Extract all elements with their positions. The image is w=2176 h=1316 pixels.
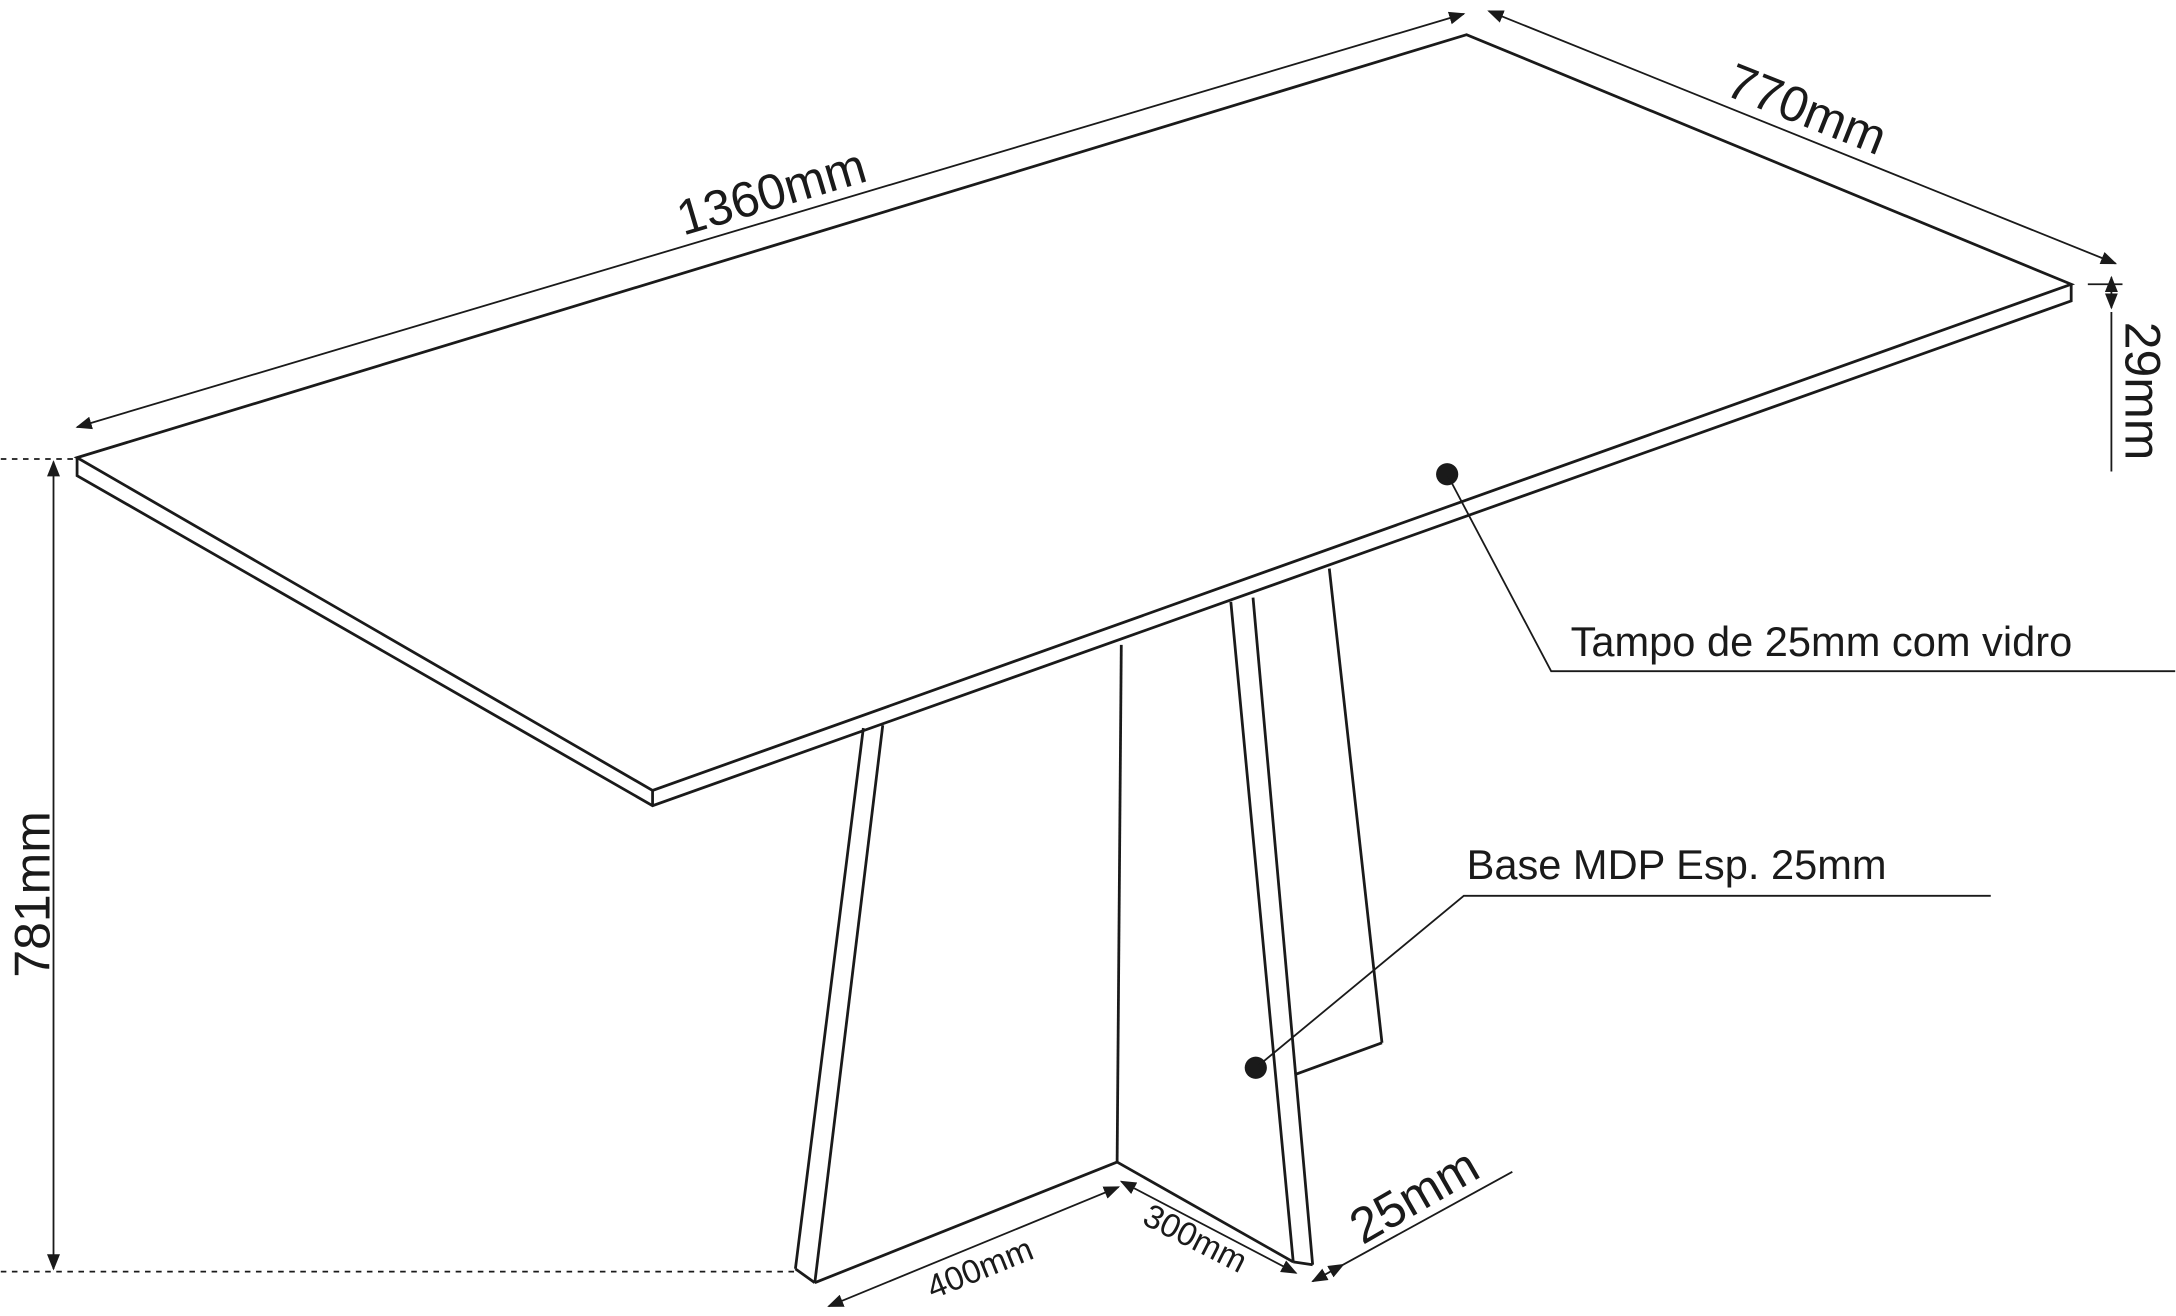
- callout-base-label: Base MDP Esp. 25mm: [1467, 841, 1887, 888]
- dimension-top-thickness: 29mm: [2087, 275, 2170, 472]
- dimension-base-front: 400mm: [827, 1186, 1121, 1308]
- dimension-width: 770mm: [1487, 10, 2118, 265]
- dimension-height: 781mm: [0, 458, 799, 1273]
- tabletop: [73, 33, 2076, 808]
- top-thickness-label: 29mm: [2114, 322, 2170, 461]
- table-base: [794, 568, 1384, 1285]
- length-label: 1360mm: [670, 137, 872, 246]
- callout-base: Base MDP Esp. 25mm: [1244, 841, 1991, 1079]
- callout-top: Tampo de 25mm com vidro: [1436, 463, 2176, 673]
- dimension-length: 1360mm: [75, 11, 1466, 430]
- base-front-label: 400mm: [922, 1231, 1039, 1307]
- base-side-label: 300mm: [1137, 1197, 1253, 1280]
- dimension-base-side: 300mm: [1119, 1180, 1298, 1281]
- height-label: 781mm: [4, 811, 60, 977]
- callout-top-label: Tampo de 25mm com vidro: [1571, 618, 2073, 665]
- base-thickness-label: 25mm: [1340, 1137, 1488, 1255]
- dimension-base-thickness: 25mm: [1311, 1137, 1513, 1283]
